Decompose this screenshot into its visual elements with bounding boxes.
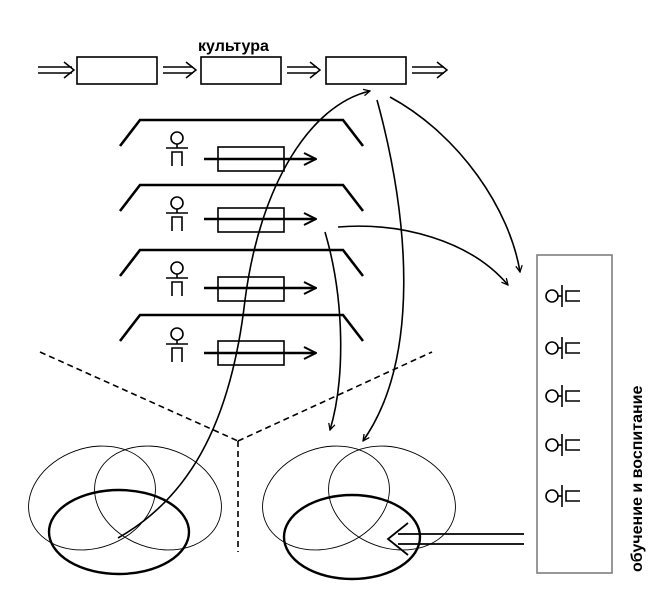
person-icon — [545, 336, 581, 360]
person-icon — [165, 131, 189, 167]
arrow-icon — [389, 96, 520, 272]
double-arrow-icon — [386, 522, 524, 556]
double-arrow-icon — [287, 61, 322, 79]
double-arrow-icon — [412, 61, 449, 79]
arrow-icon — [337, 225, 508, 285]
right-ellipse-cluster — [262, 445, 456, 581]
generation-layer-4 — [118, 313, 365, 366]
left-ellipse-cluster — [28, 445, 222, 576]
culture-label: культура — [198, 38, 269, 55]
person-icon — [545, 484, 581, 508]
person-icon — [165, 327, 189, 363]
culture-chain: культура — [38, 38, 449, 85]
generation-layer-3 — [118, 248, 365, 302]
arrow-icon — [363, 99, 405, 441]
education-panel — [536, 254, 613, 574]
person-icon — [545, 433, 581, 457]
person-icon — [165, 261, 189, 297]
education-label: обучение и воспитание — [629, 386, 646, 572]
arrow-icon — [324, 231, 342, 430]
culture-box-2 — [200, 56, 282, 85]
culture-box-3 — [325, 56, 407, 85]
generation-layer-2 — [118, 183, 365, 233]
curved-arrows — [117, 91, 520, 539]
arrow-icon — [117, 91, 370, 539]
culture-box-1 — [76, 56, 158, 85]
double-arrow-icon — [38, 61, 76, 79]
generation-layer-1 — [118, 118, 365, 172]
dashed-separators — [39, 351, 433, 552]
person-icon — [545, 384, 581, 408]
double-arrow-icon — [163, 61, 198, 79]
person-icon — [165, 196, 189, 232]
person-icon — [545, 284, 581, 308]
